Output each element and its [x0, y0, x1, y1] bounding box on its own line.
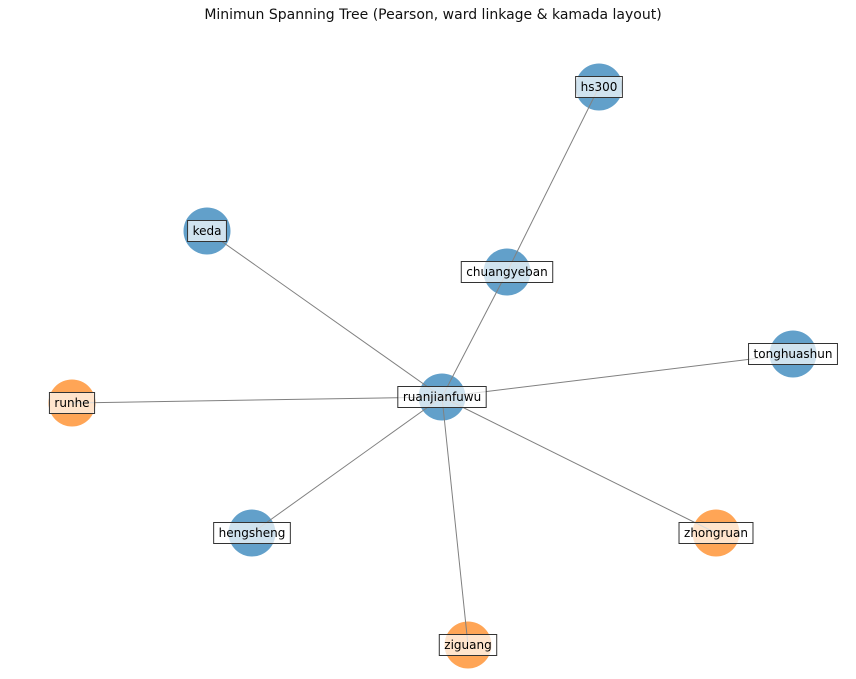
- node-label-box: [438, 634, 498, 656]
- node-label-tonghuashun: tonghuashun: [748, 343, 838, 365]
- node-label-box: [397, 386, 487, 408]
- node-label-box: [678, 522, 754, 544]
- chart-title: Minimun Spanning Tree (Pearson, ward lin…: [204, 7, 662, 23]
- edge-keda-ruanjianfuwu: [206, 230, 443, 398]
- node-label-text: keda: [193, 224, 222, 238]
- node-label-zhongruan: zhongruan: [678, 522, 754, 544]
- node-label-hengsheng: hengsheng: [213, 522, 291, 544]
- node-label-text: ziguang: [444, 638, 491, 652]
- node-label-hs300: hs300: [575, 76, 623, 98]
- edge-ziguang-ruanjianfuwu: [441, 396, 469, 646]
- edge-runhe-ruanjianfuwu: [71, 396, 443, 404]
- node-label-box: [460, 261, 554, 283]
- edge-chuangyeban-ruanjianfuwu: [441, 271, 508, 398]
- edge-hengsheng-ruanjianfuwu: [251, 396, 443, 534]
- node-label-box: [213, 522, 291, 544]
- node-label-box: [575, 76, 623, 98]
- node-label-keda: keda: [187, 220, 227, 242]
- node-label-box: [48, 392, 96, 414]
- node-label-text: runhe: [54, 396, 89, 410]
- node-label-ziguang: ziguang: [438, 634, 498, 656]
- edge-zhongruan-ruanjianfuwu: [441, 396, 717, 534]
- node-label-text: chuangyeban: [466, 265, 547, 279]
- edge-hs300-chuangyeban: [506, 86, 600, 273]
- node-label-text: tonghuashun: [754, 347, 833, 361]
- node-label-ruanjianfuwu: ruanjianfuwu: [397, 386, 487, 408]
- node-label-box: [187, 220, 227, 242]
- node-label-box: [748, 343, 838, 365]
- node-label-text: hs300: [581, 80, 618, 94]
- edge-tonghuashun-ruanjianfuwu: [441, 353, 794, 398]
- node-label-chuangyeban: chuangyeban: [460, 261, 554, 283]
- node-label-runhe: runhe: [48, 392, 96, 414]
- node-label-text: ruanjianfuwu: [403, 390, 481, 404]
- node-label-text: zhongruan: [684, 526, 748, 540]
- node-label-text: hengsheng: [219, 526, 286, 540]
